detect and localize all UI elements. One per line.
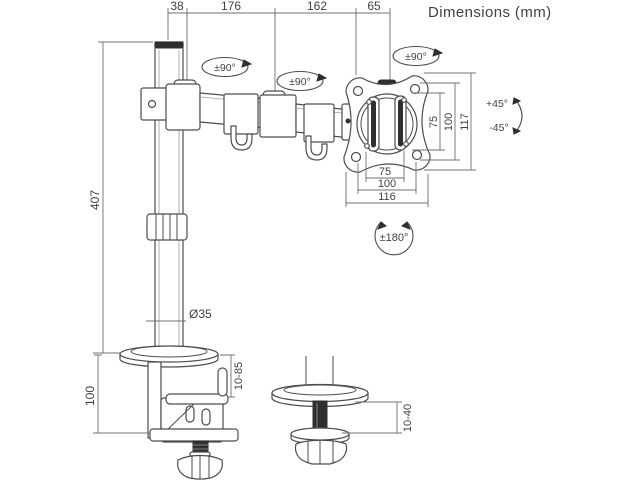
clamp-pad bbox=[165, 393, 229, 405]
grommet-base bbox=[271, 356, 369, 465]
rotation-joint2: ±90° bbox=[289, 76, 311, 88]
pole-diameter-label: Ø35 bbox=[146, 307, 212, 322]
rotation-vesa-180: ±180° bbox=[380, 232, 409, 244]
rotation-joint1: ±90° bbox=[214, 62, 236, 74]
dim-vesa-plate-width: 116 bbox=[378, 191, 396, 203]
vesa-vertical-dimensions: 75 100 117 bbox=[412, 72, 476, 171]
dim-top-38: 38 bbox=[170, 0, 184, 13]
grommet-dimension: 10-40 bbox=[342, 401, 414, 434]
dim-vesa-slot-height: 75 bbox=[428, 116, 440, 128]
tilt-down-label: -45° bbox=[489, 122, 508, 134]
dim-clamp-height: 100 bbox=[83, 386, 97, 406]
page-title: Dimensions (mm) bbox=[428, 4, 552, 21]
tilt-up-label: +45° bbox=[486, 98, 508, 110]
clamp-bracket bbox=[147, 361, 162, 439]
clamp-base bbox=[119, 345, 239, 480]
cable-clip-2 bbox=[305, 135, 328, 161]
pole-collar bbox=[146, 213, 188, 241]
pole-height-dimension: 407 bbox=[88, 41, 153, 354]
arm-elbow bbox=[259, 94, 297, 138]
dim-top-176: 176 bbox=[221, 0, 241, 13]
rotation-vesa-swivel: ±90° bbox=[405, 51, 427, 63]
cable-clip-1 bbox=[230, 125, 253, 151]
vesa-horizontal-dimensions: 75 100 116 bbox=[345, 151, 429, 207]
dim-pole-diameter: Ø35 bbox=[189, 307, 212, 321]
dim-top-162: 162 bbox=[307, 0, 327, 13]
top-dimension-chain: 38 176 162 65 bbox=[167, 0, 391, 92]
dim-grommet-range: 10-40 bbox=[402, 404, 414, 432]
dim-pole-height: 407 bbox=[88, 190, 102, 210]
dim-clamp-range: 10-85 bbox=[233, 362, 245, 390]
clamp-dimensions: 100 10-85 bbox=[83, 354, 245, 434]
grommet-knob bbox=[294, 439, 348, 465]
dim-vesa-hole-height: 100 bbox=[443, 113, 455, 131]
dim-vesa-hole-width: 100 bbox=[378, 178, 396, 190]
rotation-annotations: ±90° ±90° ±90° +45° -45° ±180° bbox=[201, 45, 523, 256]
vesa-plate bbox=[343, 75, 431, 173]
dim-vesa-plate-height: 117 bbox=[459, 113, 471, 131]
dim-vesa-slot-width: 75 bbox=[379, 166, 391, 178]
dim-top-65: 65 bbox=[367, 0, 381, 13]
